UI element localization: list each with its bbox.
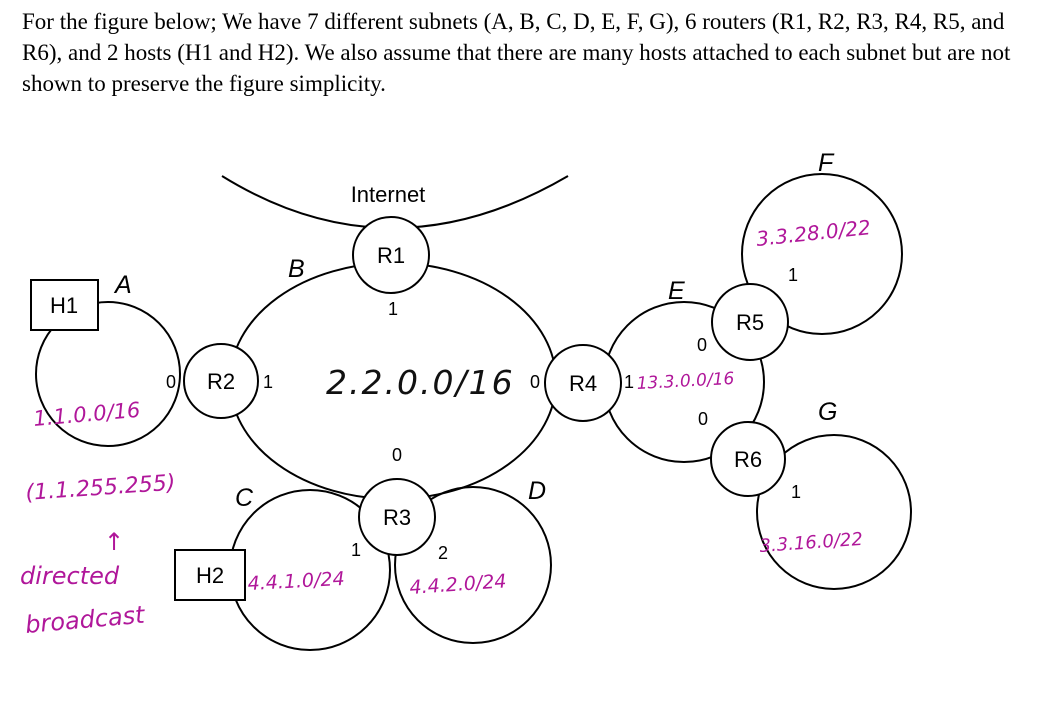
- subnet-f-link: [741, 173, 903, 335]
- port-r6-e: 0: [698, 409, 708, 429]
- subnet-d-link: [394, 486, 552, 644]
- annotation-directed: directed: [20, 562, 120, 590]
- annotation-subnet-f-net: 3.3.28.0/22: [755, 215, 872, 251]
- subnet-b-label: B: [288, 255, 305, 283]
- annotation-subnet-d-net: 4.4.2.0/24: [409, 570, 507, 599]
- svg-text:R4: R4: [569, 371, 597, 396]
- port-r3-b: 0: [392, 445, 402, 465]
- svg-text:H1: H1: [50, 293, 78, 318]
- annotation-subnet-b-net: 2.2.0.0/16: [326, 363, 515, 402]
- router-r2: R2: [183, 343, 259, 419]
- annotation-subnet-a-net: 1.1.0.0/16: [32, 398, 141, 431]
- router-r5: R5: [711, 283, 789, 361]
- port-r1-b: 1: [388, 299, 398, 319]
- annotation-broadcast: broadcast: [24, 601, 147, 639]
- annotation-subnet-c-net: 4.4.1.0/24: [247, 568, 345, 595]
- port-r5-f: 1: [788, 265, 798, 285]
- port-r5-e: 0: [697, 335, 707, 355]
- router-r6: R6: [710, 421, 786, 497]
- annotation-subnet-e-net: 13.3.0.0/16: [636, 369, 735, 394]
- subnet-f-label: F: [818, 149, 835, 177]
- subnet-a-label: A: [113, 271, 132, 299]
- problem-statement: For the figure below; We have 7 differen…: [22, 9, 1011, 96]
- annotation-arrow: ↑: [104, 528, 124, 556]
- svg-text:R5: R5: [736, 310, 764, 335]
- host-h2: H2: [174, 549, 246, 601]
- port-r3-d: 2: [438, 543, 448, 563]
- svg-text:R2: R2: [207, 369, 235, 394]
- svg-text:R3: R3: [383, 505, 411, 530]
- annotation-subnet-a-broadcast: (1.1.255.255): [25, 471, 177, 506]
- subnet-c-label: C: [235, 484, 254, 512]
- host-h1: H1: [30, 279, 99, 331]
- port-r2-a: 0: [166, 372, 176, 392]
- subnet-g-link: [756, 434, 912, 590]
- router-r4: R4: [544, 344, 622, 422]
- svg-text:R1: R1: [377, 243, 405, 268]
- router-r1: R1: [352, 216, 430, 294]
- port-r3-c: 1: [351, 540, 361, 560]
- subnet-g-label: G: [818, 398, 837, 426]
- port-r2-b: 1: [263, 372, 273, 392]
- port-r4-e: 1: [624, 372, 634, 392]
- internet-label: Internet: [351, 182, 426, 207]
- svg-text:H2: H2: [196, 563, 224, 588]
- subnet-d-label: D: [528, 477, 546, 505]
- port-r4-b: 0: [530, 372, 540, 392]
- annotation-subnet-g-net: 3.3.16.0/22: [759, 529, 864, 557]
- subnet-e-label: E: [668, 277, 685, 305]
- router-r3: R3: [358, 478, 436, 556]
- svg-text:R6: R6: [734, 447, 762, 472]
- subnet-a-link: [35, 301, 181, 447]
- port-r6-g: 1: [791, 482, 801, 502]
